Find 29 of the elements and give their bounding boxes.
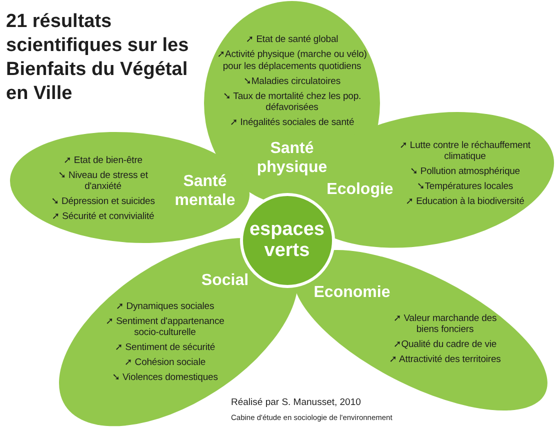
effect-item: ➚ Inégalités sociales de santé xyxy=(230,117,354,128)
effect-item: ➚ Sécurité et convivialité xyxy=(52,211,154,223)
effect-item: ➘Températures locales xyxy=(416,181,514,193)
effect-item: ➘ Pollution atmosphérique xyxy=(410,166,520,178)
effect-item: ➚ Dynamiques sociales xyxy=(116,300,214,312)
effect-item: ➚ Sentiment de sécurité xyxy=(114,342,216,354)
effect-item: ➘ Taux de mortalité chez les pop. défavorisées xyxy=(222,90,362,114)
effect-item: ➚ Cohésion sociale xyxy=(124,357,206,369)
petal-title: Ecologie xyxy=(326,180,394,199)
petal-title: Santé mentale xyxy=(174,172,236,210)
petal-title: Social xyxy=(201,270,249,290)
effect-item: ➚ Etat de bien-être xyxy=(64,154,142,166)
petal-title: Economie xyxy=(314,282,390,302)
effect-item: ➚ Attractivité des territoires xyxy=(389,354,501,366)
effect-item: ➚ Etat de santé global xyxy=(246,34,338,46)
effect-item: ➚Activité physique (marche ou vélo) pour les déplacements quotidiens xyxy=(216,49,368,72)
effect-item: ➘ Violences domestiques xyxy=(112,372,218,384)
effect-item: ➘Maladies circulatoires xyxy=(243,76,340,87)
hub-label: espaces verts xyxy=(248,219,326,261)
effect-item: ➘ Niveau de stress et d'anxiété xyxy=(57,170,149,193)
effect-item: ➚ Education à la biodiversité xyxy=(406,196,524,208)
petal-title: Santé physique xyxy=(256,139,328,177)
diagram-title: 21 résultats scientifiques sur les Bienfaits du Végétal en Ville xyxy=(6,10,190,106)
credit-line: Réalisé par S. Manusset, 2010 xyxy=(231,397,361,408)
effect-item: ➚Qualité du cadre de vie xyxy=(393,339,497,351)
effect-item: ➚ Sentiment d'appartenance socio-culturelle xyxy=(104,316,226,339)
effect-item: ➘ Dépression et suicides xyxy=(51,196,155,208)
effect-item: ➚ Lutte contre le réchauffement climatique xyxy=(398,140,532,163)
effect-item: ➚ Valeur marchande des biens fonciers xyxy=(392,312,498,336)
